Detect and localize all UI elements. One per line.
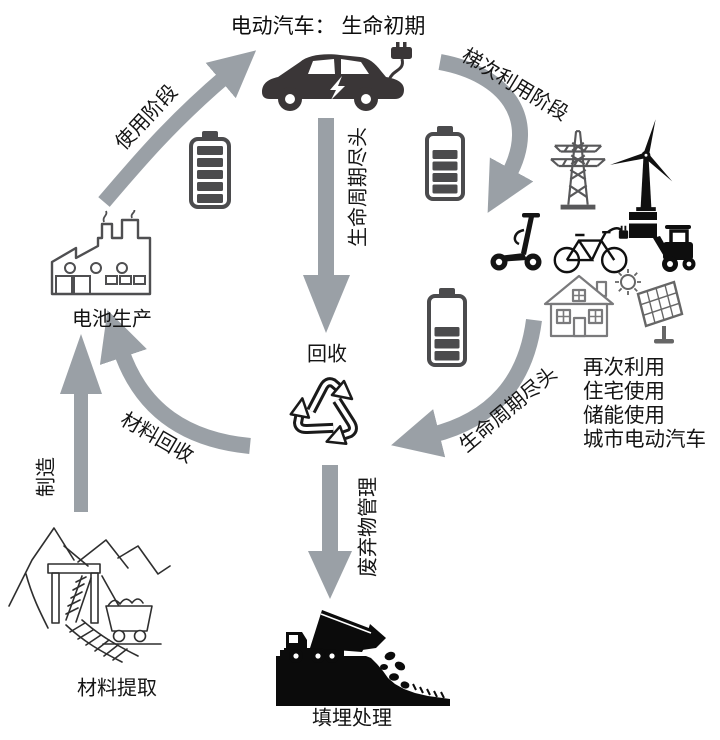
manufacturing-label: 制造 — [35, 457, 58, 497]
second-life-use-item: 储能使用 — [583, 404, 665, 427]
diagram-title: 电动汽车： 生命初期 — [230, 15, 426, 38]
second-life-use-item: 城市电动汽车 — [583, 428, 706, 451]
manufacturing-arrowhead — [60, 334, 102, 394]
waste-management-arrowhead — [308, 551, 352, 599]
end-of-life-right-label: 生命周期尽头 — [455, 362, 562, 457]
transmission-tower-icon — [550, 130, 606, 210]
electric-car-icon — [262, 42, 412, 111]
recycle-icon — [289, 377, 358, 445]
material-recycling-label: 材料回收 — [116, 408, 197, 468]
use-phase-label: 使用阶段 — [111, 80, 183, 155]
material-extraction-label: 材料提取 — [77, 677, 157, 700]
solar-panel-icon — [615, 269, 684, 344]
forklift-icon — [629, 212, 696, 272]
waste-management-label: 废弃物管理 — [357, 477, 380, 577]
second-life-use-item: 住宅使用 — [583, 380, 665, 403]
electric-bicycle-icon — [553, 225, 629, 274]
battery-low-icon — [427, 288, 467, 367]
recycling-label: 回收 — [307, 343, 347, 366]
battery-full-icon — [189, 131, 231, 209]
house-icon — [543, 274, 615, 338]
wind-turbine-icon — [610, 119, 673, 212]
second-life-use-item: 再次利用 — [583, 356, 665, 379]
factory-icon — [50, 210, 152, 296]
cascade-use-phase-label: 梯次利用阶段 — [457, 44, 572, 126]
mine-icon — [8, 527, 171, 663]
battery-production-label: 电池生产 — [72, 308, 152, 331]
end-of-life-center-arrowhead — [303, 275, 350, 333]
end-of-life-center-label: 生命周期尽头 — [347, 127, 370, 247]
second-life-uses-list: 再次利用 住宅使用 储能使用 城市电动汽车 — [583, 356, 706, 452]
landfill-label: 填埋处理 — [312, 707, 392, 730]
dump-truck-landfill-icon — [276, 610, 450, 706]
scooter-icon — [490, 213, 542, 271]
battery-medium-icon — [425, 126, 465, 201]
